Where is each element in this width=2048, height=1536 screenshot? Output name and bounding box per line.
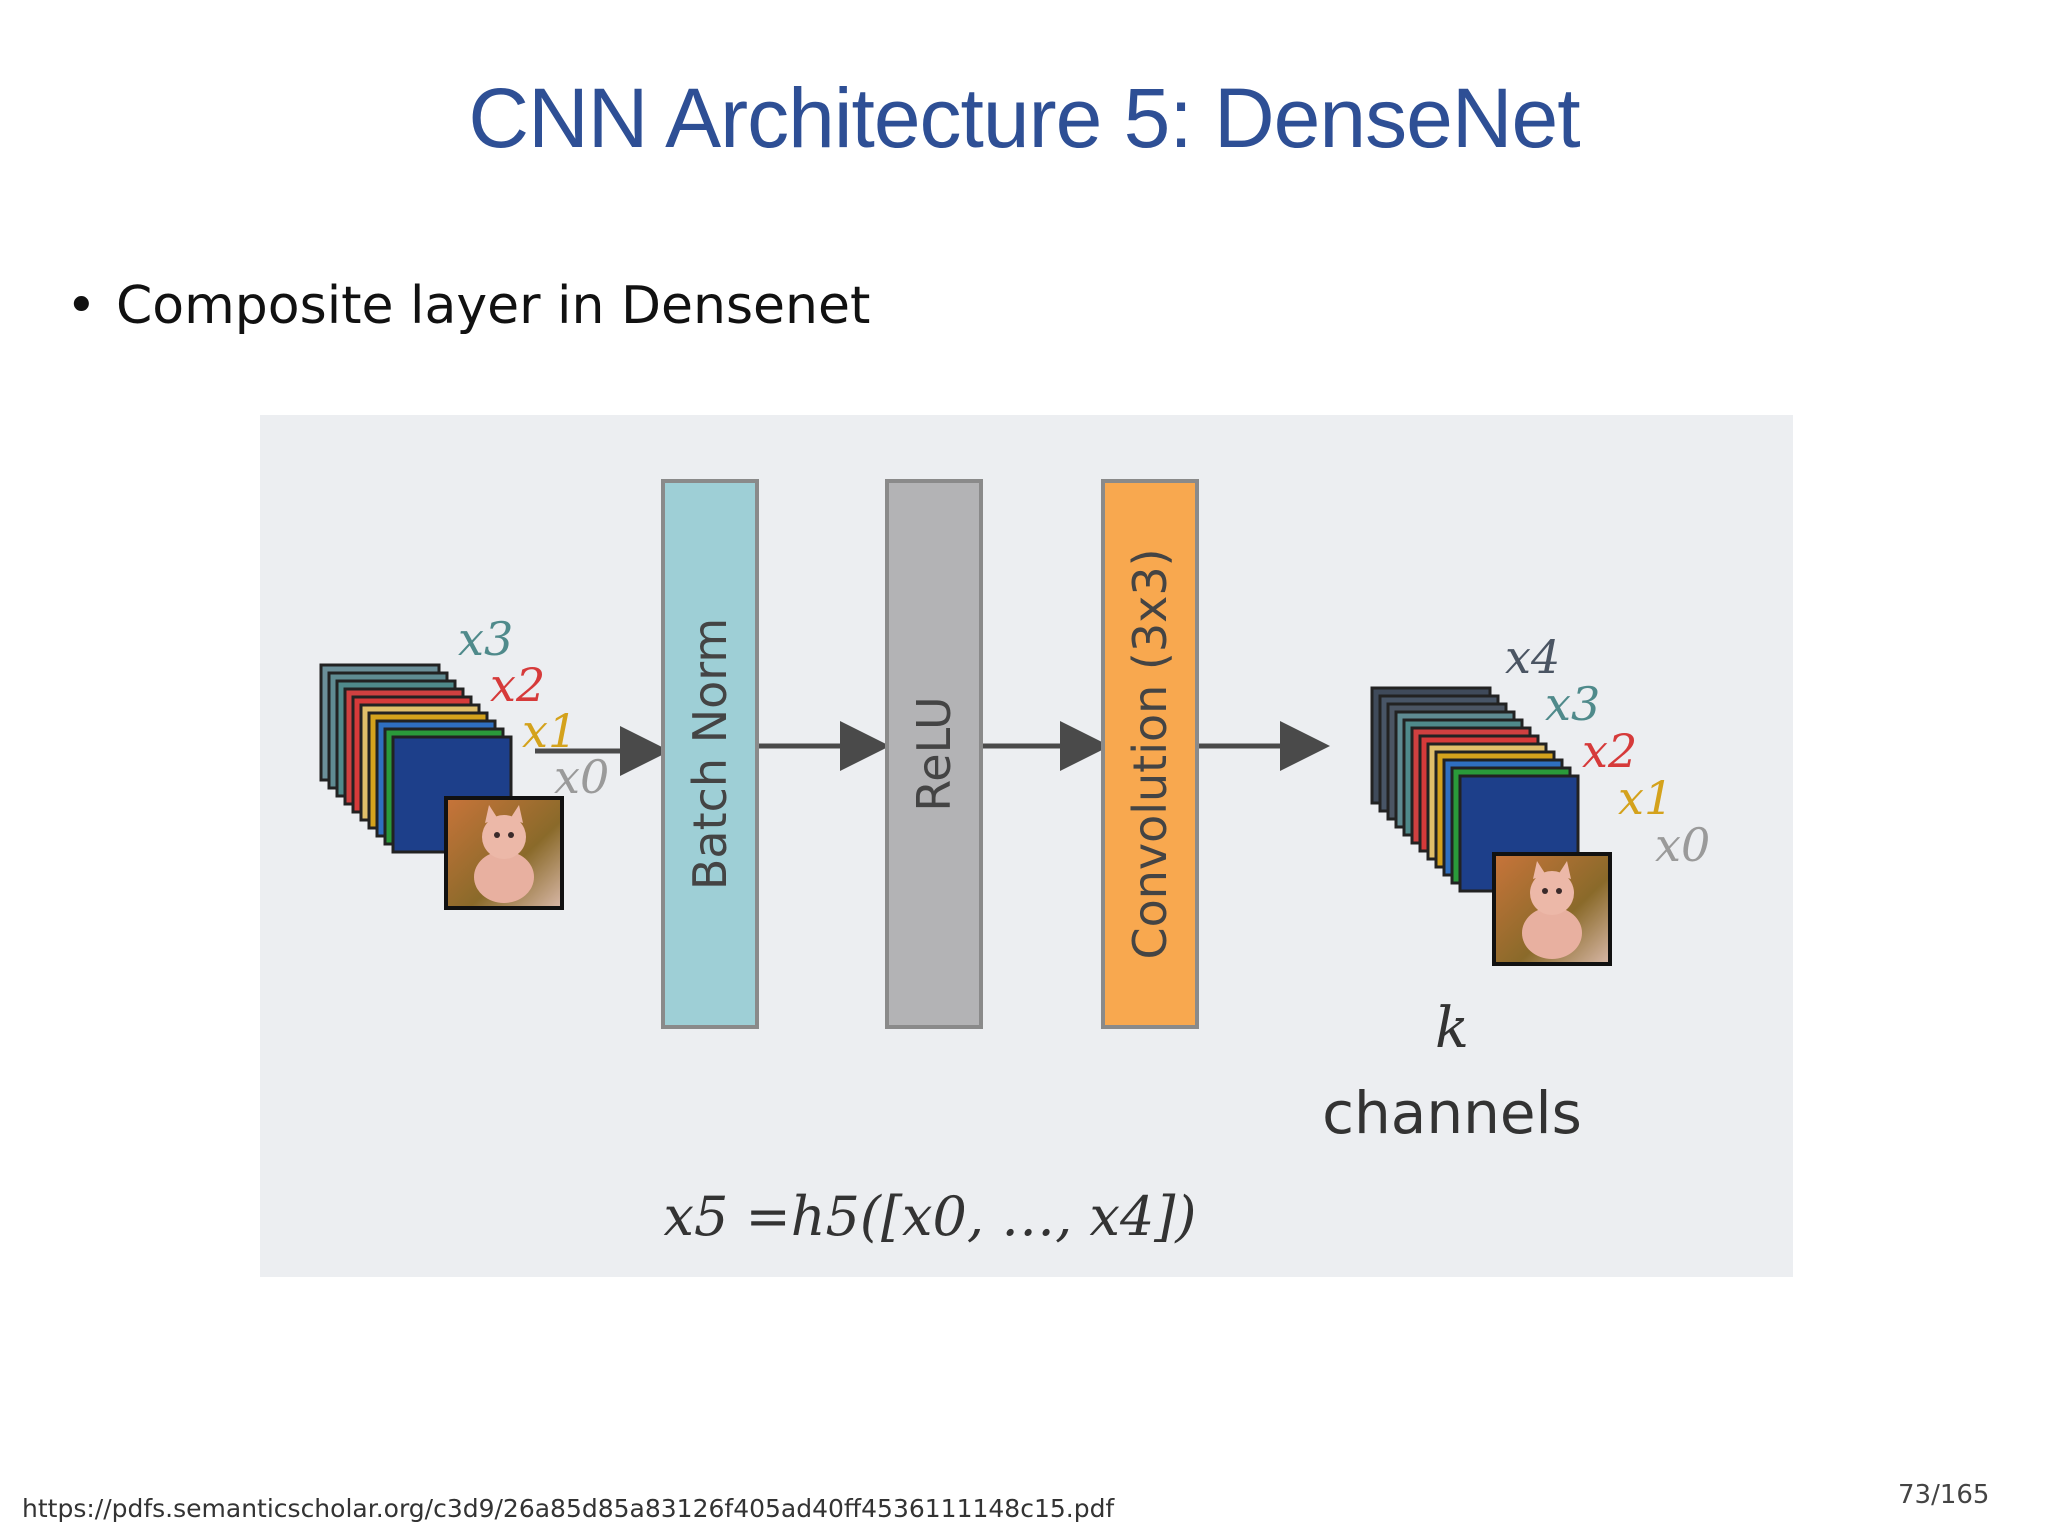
output-feature-stack — [1370, 686, 1612, 966]
bullet-text: Composite layer in Densenet — [116, 276, 871, 336]
diagram-canvas: x3 x2 x1 x0 Batch Norm ReLU Convolution … — [319, 479, 1710, 1248]
input-label-x2: x2 — [490, 658, 545, 712]
relu-block: ReLU — [885, 479, 983, 1029]
batchnorm-block: Batch Norm — [661, 479, 759, 1029]
bullet-item: • Composite layer in Densenet — [66, 276, 870, 336]
k-label: k — [1435, 996, 1469, 1061]
output-kitten-image — [1492, 852, 1612, 966]
output-label-x2: x2 — [1582, 724, 1637, 778]
relu-label: ReLU — [907, 696, 961, 811]
input-feature-stack — [319, 663, 564, 910]
densenet-diagram: x3 x2 x1 x0 Batch Norm ReLU Convolution … — [260, 415, 1793, 1277]
convolution-label: Convolution (3x3) — [1123, 548, 1177, 959]
channels-label: channels — [1322, 1079, 1582, 1147]
input-kitten-image — [444, 796, 564, 910]
input-label-x0: x0 — [554, 750, 609, 804]
output-label-x1: x1 — [1618, 771, 1673, 825]
footer-source-url[interactable]: https://pdfs.semanticscholar.org/c3d9/26… — [22, 1494, 1115, 1523]
bullet-icon: • — [66, 276, 97, 336]
output-label-x0: x0 — [1655, 818, 1710, 872]
slide-title: CNN Architecture 5: DenseNet — [468, 71, 1580, 165]
convolution-block: Convolution (3x3) — [1101, 479, 1199, 1029]
input-label-x3: x3 — [458, 612, 513, 666]
formula: x5 =h5([x0, …, x4]) — [664, 1185, 1197, 1248]
batchnorm-label: Batch Norm — [683, 618, 737, 890]
output-label-x3: x3 — [1545, 677, 1600, 731]
output-label-x4: x4 — [1505, 630, 1560, 684]
page-number: 73/165 — [1898, 1480, 1990, 1510]
